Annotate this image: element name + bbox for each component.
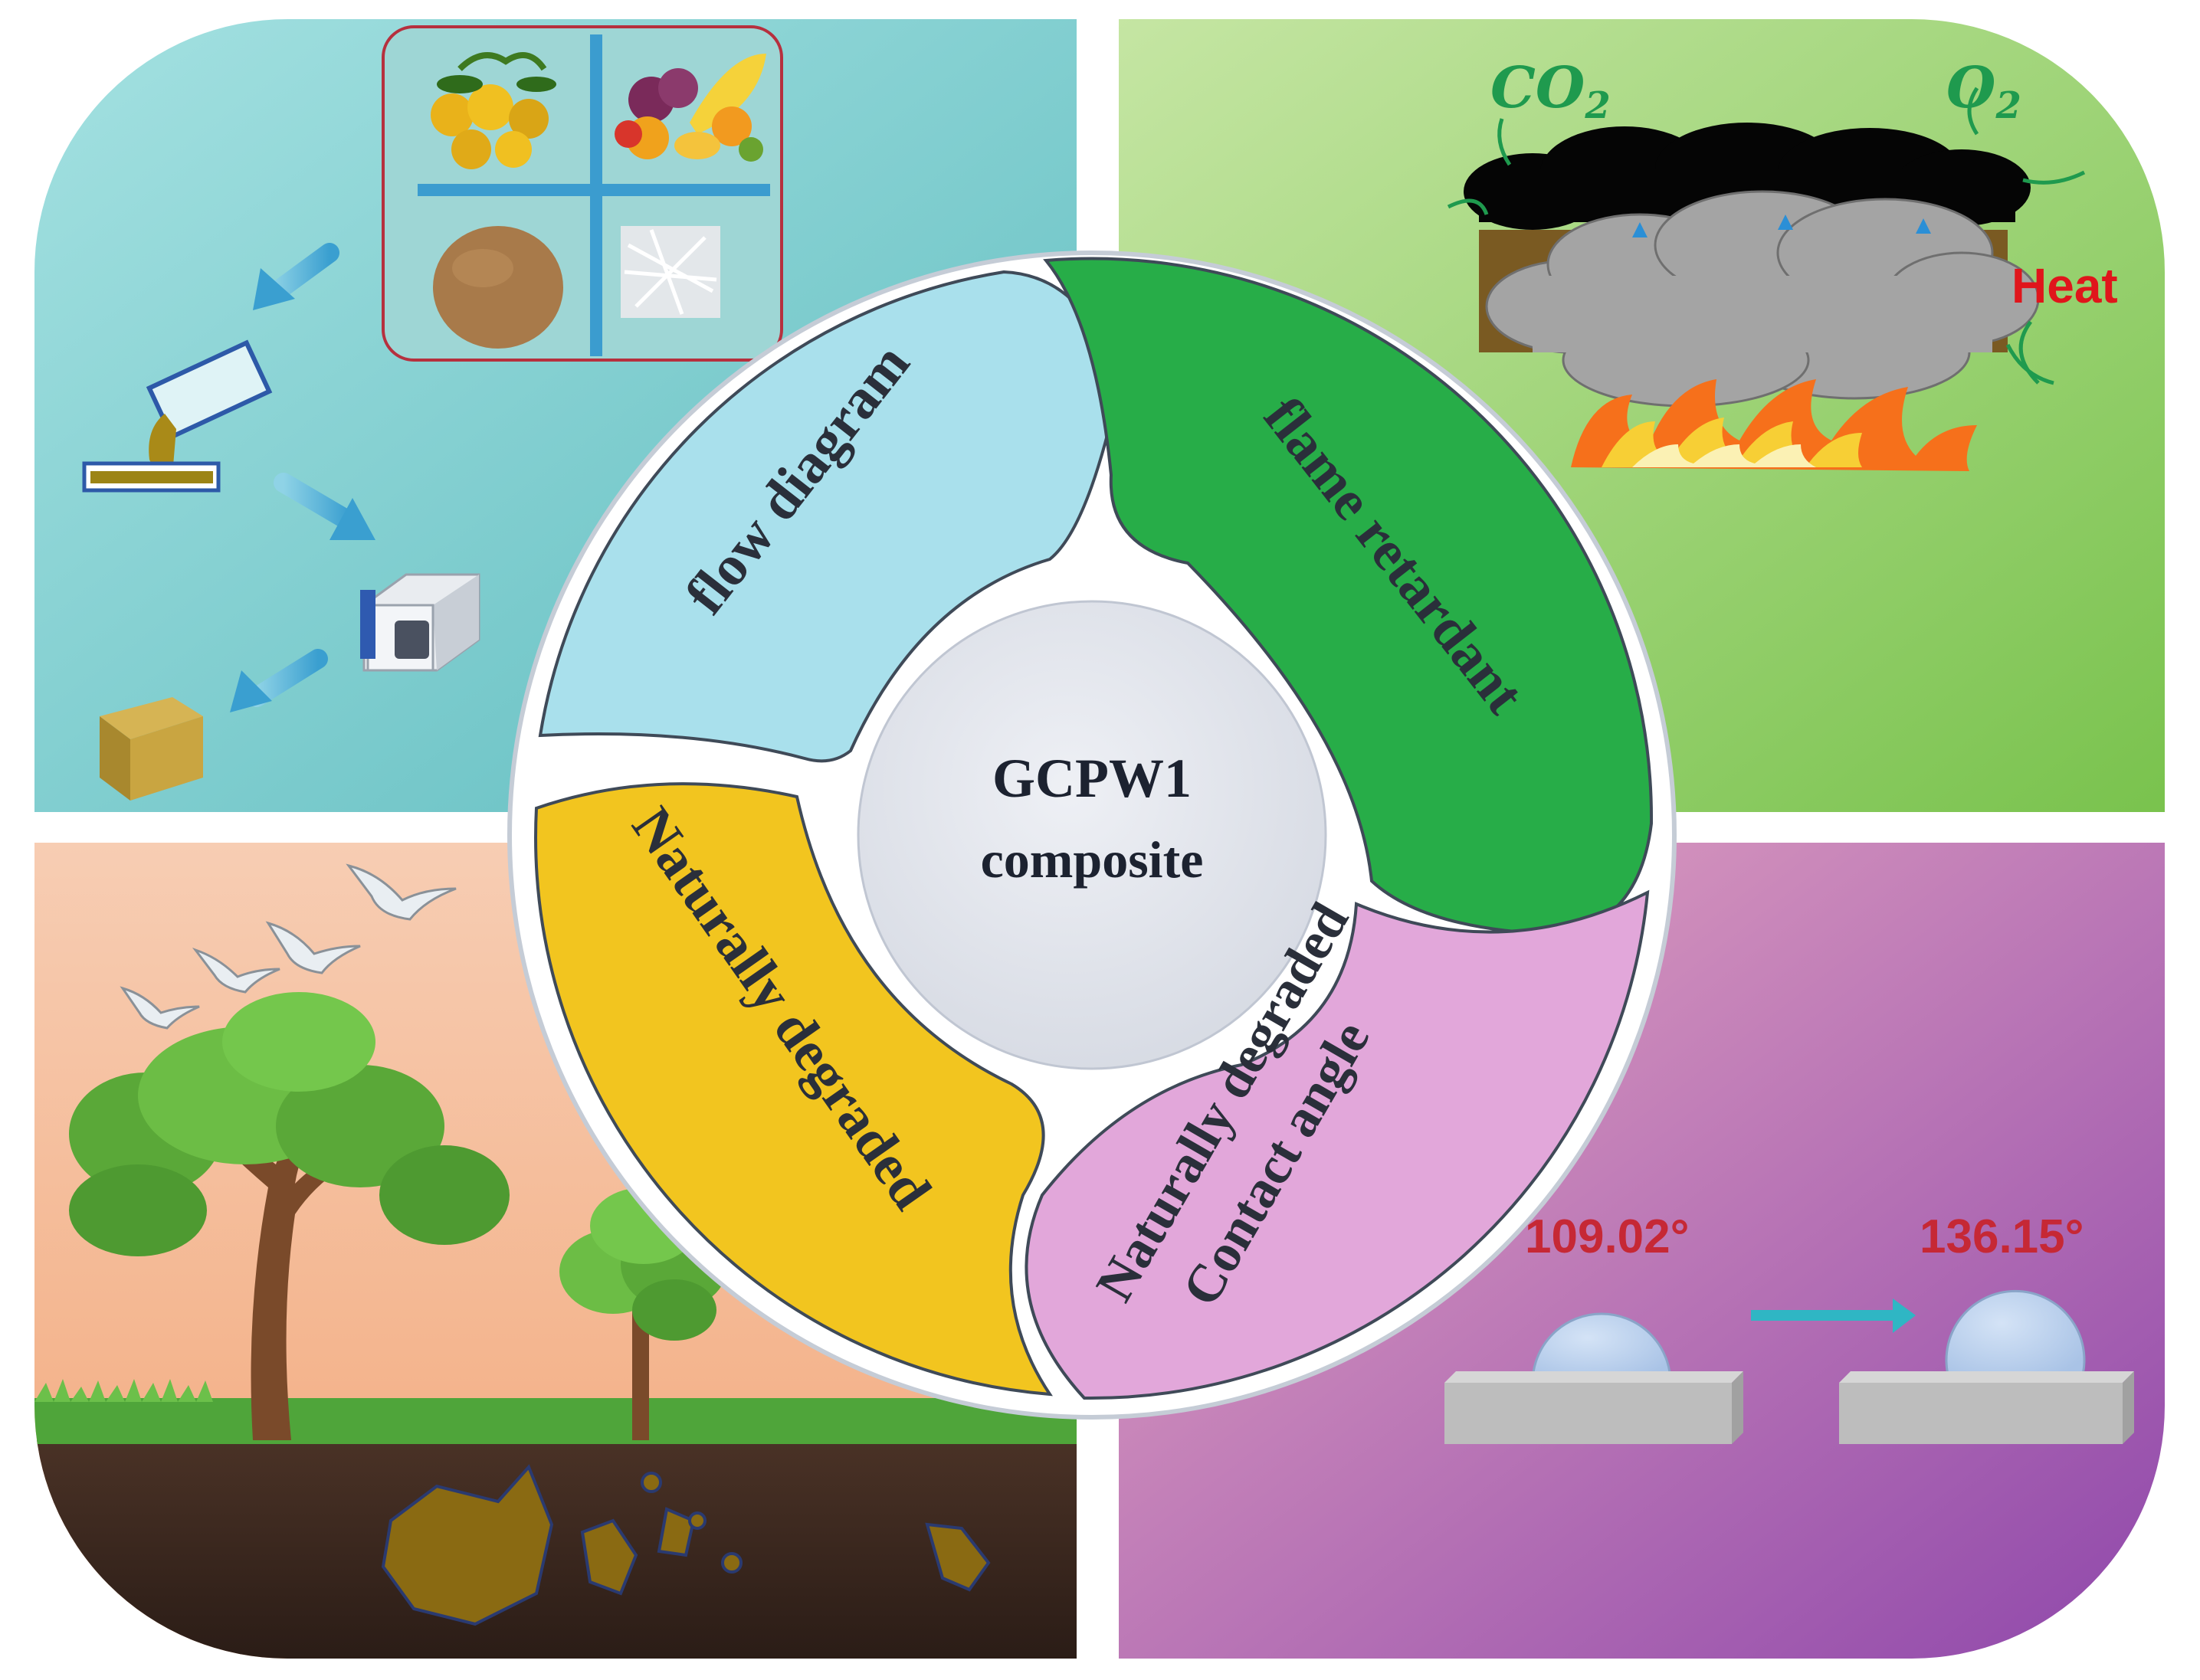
center-subtitle: composite	[981, 830, 1204, 889]
water-droplet-left	[1531, 1312, 1672, 1384]
heat-label: Heat	[2011, 258, 2118, 313]
contact-angle-panel: 109.02° 136.15°	[1444, 1210, 2134, 1444]
process-arrow-icon	[274, 473, 375, 540]
raw-materials-box	[382, 25, 783, 362]
center-hub	[857, 600, 1327, 1070]
large-tree-icon	[69, 992, 510, 1440]
substrate-right	[1839, 1371, 2134, 1444]
co2-label: CO2	[1490, 55, 1611, 127]
flame-retardant-panel: CO2 O2 Heat	[1447, 55, 2118, 471]
contact-angle-before: 109.02°	[1525, 1210, 1689, 1263]
gas-flow-arrow-icon	[1447, 87, 2086, 385]
contact-angle-after: 136.15°	[1920, 1210, 2084, 1263]
seagull-icon	[120, 863, 457, 1030]
water-droplet-right	[1945, 1289, 2086, 1384]
naturally-degraded-segment	[534, 782, 1053, 1397]
flame-drip-markers	[1632, 215, 1931, 237]
mixed-fruit-icon	[615, 54, 766, 162]
degraded-fragment-icon	[381, 1464, 991, 1626]
soil-layer	[34, 1440, 1077, 1659]
degradation-panel	[34, 863, 1077, 1659]
freeze-dryer-icon	[360, 573, 480, 672]
process-arrow-icon	[253, 243, 339, 310]
improvement-arrow-icon	[1751, 1298, 1916, 1333]
flow-diagram-segment	[538, 270, 1121, 763]
center-title: GCPW1	[992, 748, 1192, 809]
contact-angle-segment	[1025, 889, 1650, 1400]
flow-process-panel	[82, 25, 783, 801]
pour-mold-icon	[82, 339, 273, 493]
grass-strip	[34, 1398, 1077, 1444]
powder-sample-icon	[433, 226, 563, 349]
composite-cube-icon	[100, 697, 203, 801]
char-layer	[1464, 123, 2031, 230]
process-arrow-icon	[230, 649, 328, 712]
fire-icon	[1571, 379, 1977, 471]
orange-fruit-icon	[431, 52, 556, 169]
substrate-left	[1444, 1371, 1743, 1444]
central-ring: GCPW1 composite flow diagram flame retar…	[507, 251, 1677, 1420]
